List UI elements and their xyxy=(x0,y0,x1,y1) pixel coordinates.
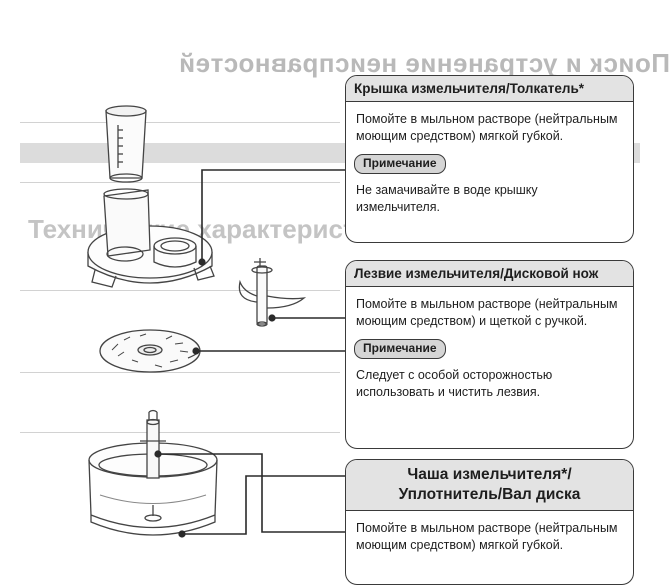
section-lid-pusher: Крышка измельчителя/Толкатель* Помойте в… xyxy=(345,75,634,243)
section-title: Лезвие измельчителя/Дисковой нож xyxy=(346,261,633,287)
section-title: Крышка измельчителя/Толкатель* xyxy=(346,76,633,102)
section-text: Помойте в мыльном растворе (нейтральным … xyxy=(356,112,618,143)
section-title-line-1: Чаша измельчителя*/ xyxy=(407,466,572,483)
leader-line-bowl xyxy=(182,475,345,535)
section-blade-disc: Лезвие измельчителя/Дисковой нож Помойте… xyxy=(345,260,634,449)
note-badge: Примечание xyxy=(354,339,446,359)
background-line xyxy=(20,122,340,123)
section-title: Чаша измельчителя*/ Уплотнитель/Вал диск… xyxy=(346,460,633,511)
section-title-line-2: Уплотнитель/Вал диска xyxy=(398,486,581,503)
leader-line-lid xyxy=(201,169,345,262)
section-bowl-seal-shaft: Чаша измельчителя*/ Уплотнитель/Вал диск… xyxy=(345,459,634,585)
section-text: Помойте в мыльном растворе (нейтральным … xyxy=(356,297,618,328)
leader-line-shaft xyxy=(158,453,345,533)
background-line xyxy=(20,290,340,291)
background-line xyxy=(20,182,340,183)
note-badge: Примечание xyxy=(354,154,446,174)
chopper-blade-drawing xyxy=(238,258,307,327)
pusher-drawing xyxy=(105,105,147,183)
note-text: Следует с особой осторожностью использов… xyxy=(356,368,553,399)
background-heading-middle: Технические характеристики xyxy=(28,214,401,244)
background-line xyxy=(20,432,340,433)
chopper-bowl-drawing xyxy=(88,409,218,536)
note-text: Не замачивайте в воде крышку измельчител… xyxy=(356,183,538,214)
section-text: Помойте в мыльном растворе (нейтральным … xyxy=(356,521,618,552)
leader-lines xyxy=(154,169,345,538)
background-line xyxy=(20,372,340,373)
slicing-disc-drawing xyxy=(99,329,201,373)
chopper-lid-drawing xyxy=(87,188,215,288)
